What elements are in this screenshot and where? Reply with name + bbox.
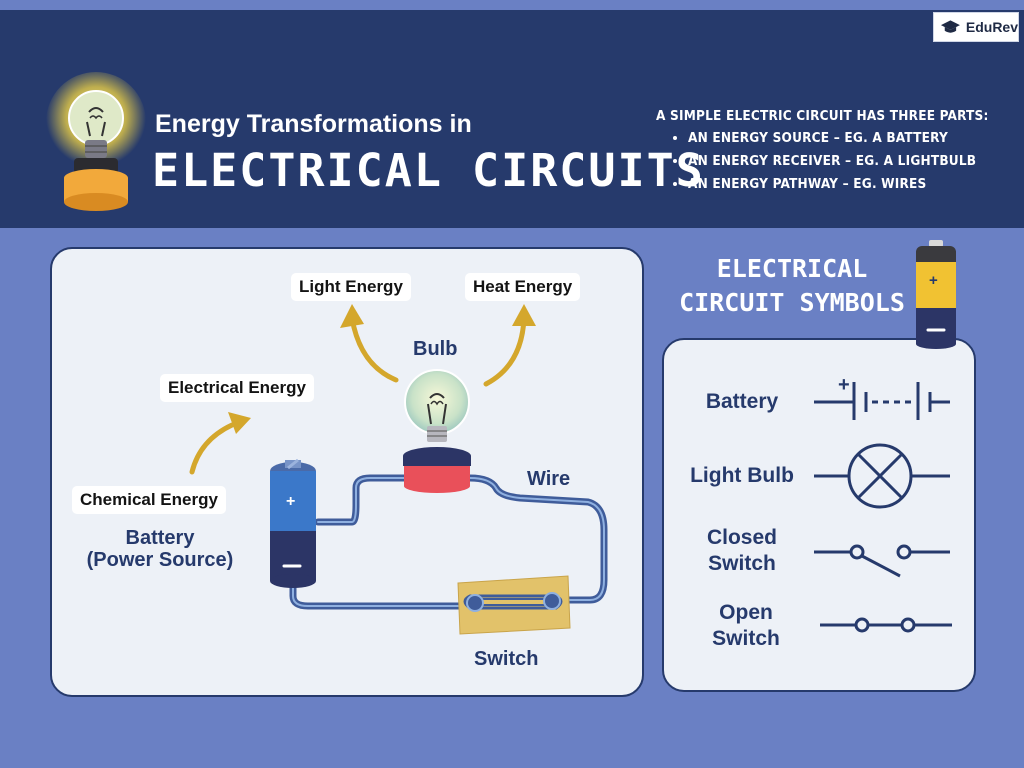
switch-illustration bbox=[457, 575, 571, 635]
closed-switch-line-1: Closed bbox=[706, 526, 777, 549]
heat-energy-label: Heat Energy bbox=[465, 273, 581, 301]
arrow-chemical-to-electrical bbox=[189, 422, 235, 475]
circuit-wire bbox=[289, 474, 608, 610]
header-banner bbox=[0, 10, 1024, 228]
arrow-bulb-to-light bbox=[349, 315, 399, 383]
part-energy-receiver: AN ENERGY RECEIVER – EG. A LIGHTBULB bbox=[688, 153, 989, 169]
arrow-bulb-to-heat bbox=[483, 315, 527, 387]
symbols-battery-icon-plus: + bbox=[929, 272, 938, 289]
symbol-label-battery: Battery bbox=[705, 390, 779, 413]
open-switch-line-1: Open bbox=[719, 601, 773, 624]
graduation-cap-icon bbox=[940, 20, 960, 33]
wire-label: Wire bbox=[527, 468, 571, 490]
symbols-battery-icon bbox=[916, 240, 956, 349]
symbol-label-open-switch: Open Switch bbox=[694, 600, 798, 652]
parts-intro: A SIMPLE ELECTRIC CIRCUIT HAS THREE PART… bbox=[656, 108, 989, 124]
electrical-energy-label: Electrical Energy bbox=[160, 374, 314, 402]
battery-symbol bbox=[814, 382, 950, 420]
arrow-heads bbox=[228, 304, 536, 434]
bulb-illustration bbox=[403, 369, 471, 493]
closed-switch-line-2: Switch bbox=[708, 552, 776, 575]
battery-label-line-2: (Power Source) bbox=[86, 549, 234, 571]
battery-label: Battery (Power Source) bbox=[76, 527, 244, 571]
part-energy-pathway: AN ENERGY PATHWAY – EG. WIRES bbox=[688, 176, 989, 192]
symbols-title-line-2: CIRCUIT SYMBOLS bbox=[679, 288, 905, 317]
battery-illustration bbox=[270, 458, 316, 588]
symbol-label-closed-switch: Closed Switch bbox=[690, 525, 794, 577]
open-switch-symbol bbox=[820, 617, 952, 633]
light-energy-label: Light Energy bbox=[291, 273, 411, 301]
circuit-parts-list: A SIMPLE ELECTRIC CIRCUIT HAS THREE PART… bbox=[656, 108, 989, 199]
light-bulb-symbol bbox=[814, 443, 950, 509]
energy-arrows bbox=[189, 315, 527, 475]
symbol-battery-plus: + bbox=[838, 374, 850, 396]
bulb-label: Bulb bbox=[413, 338, 458, 360]
switch-label: Switch bbox=[474, 648, 539, 670]
symbol-label-light-bulb: Light Bulb bbox=[690, 464, 794, 487]
logo-text: EduRev bbox=[965, 19, 1018, 35]
title-line-1: Energy Transformations in bbox=[155, 110, 472, 138]
edurev-logo[interactable]: EduRev bbox=[933, 12, 1019, 42]
battery-label-line-1: Battery bbox=[125, 527, 195, 549]
open-switch-line-2: Switch bbox=[712, 627, 780, 650]
battery-plus-sign: + bbox=[286, 493, 296, 510]
part-energy-source: AN ENERGY SOURCE – EG. A BATTERY bbox=[688, 130, 989, 146]
symbols-title-line-1: ELECTRICAL bbox=[716, 254, 868, 283]
closed-switch-symbol bbox=[814, 544, 950, 578]
title-line-2: ELECTRICAL CIRCUITS bbox=[152, 144, 705, 197]
symbols-panel bbox=[662, 338, 976, 692]
symbols-title: ELECTRICAL CIRCUIT SYMBOLS bbox=[672, 252, 912, 320]
chemical-energy-label: Chemical Energy bbox=[72, 486, 226, 514]
header-lightbulb-icon bbox=[46, 72, 146, 211]
